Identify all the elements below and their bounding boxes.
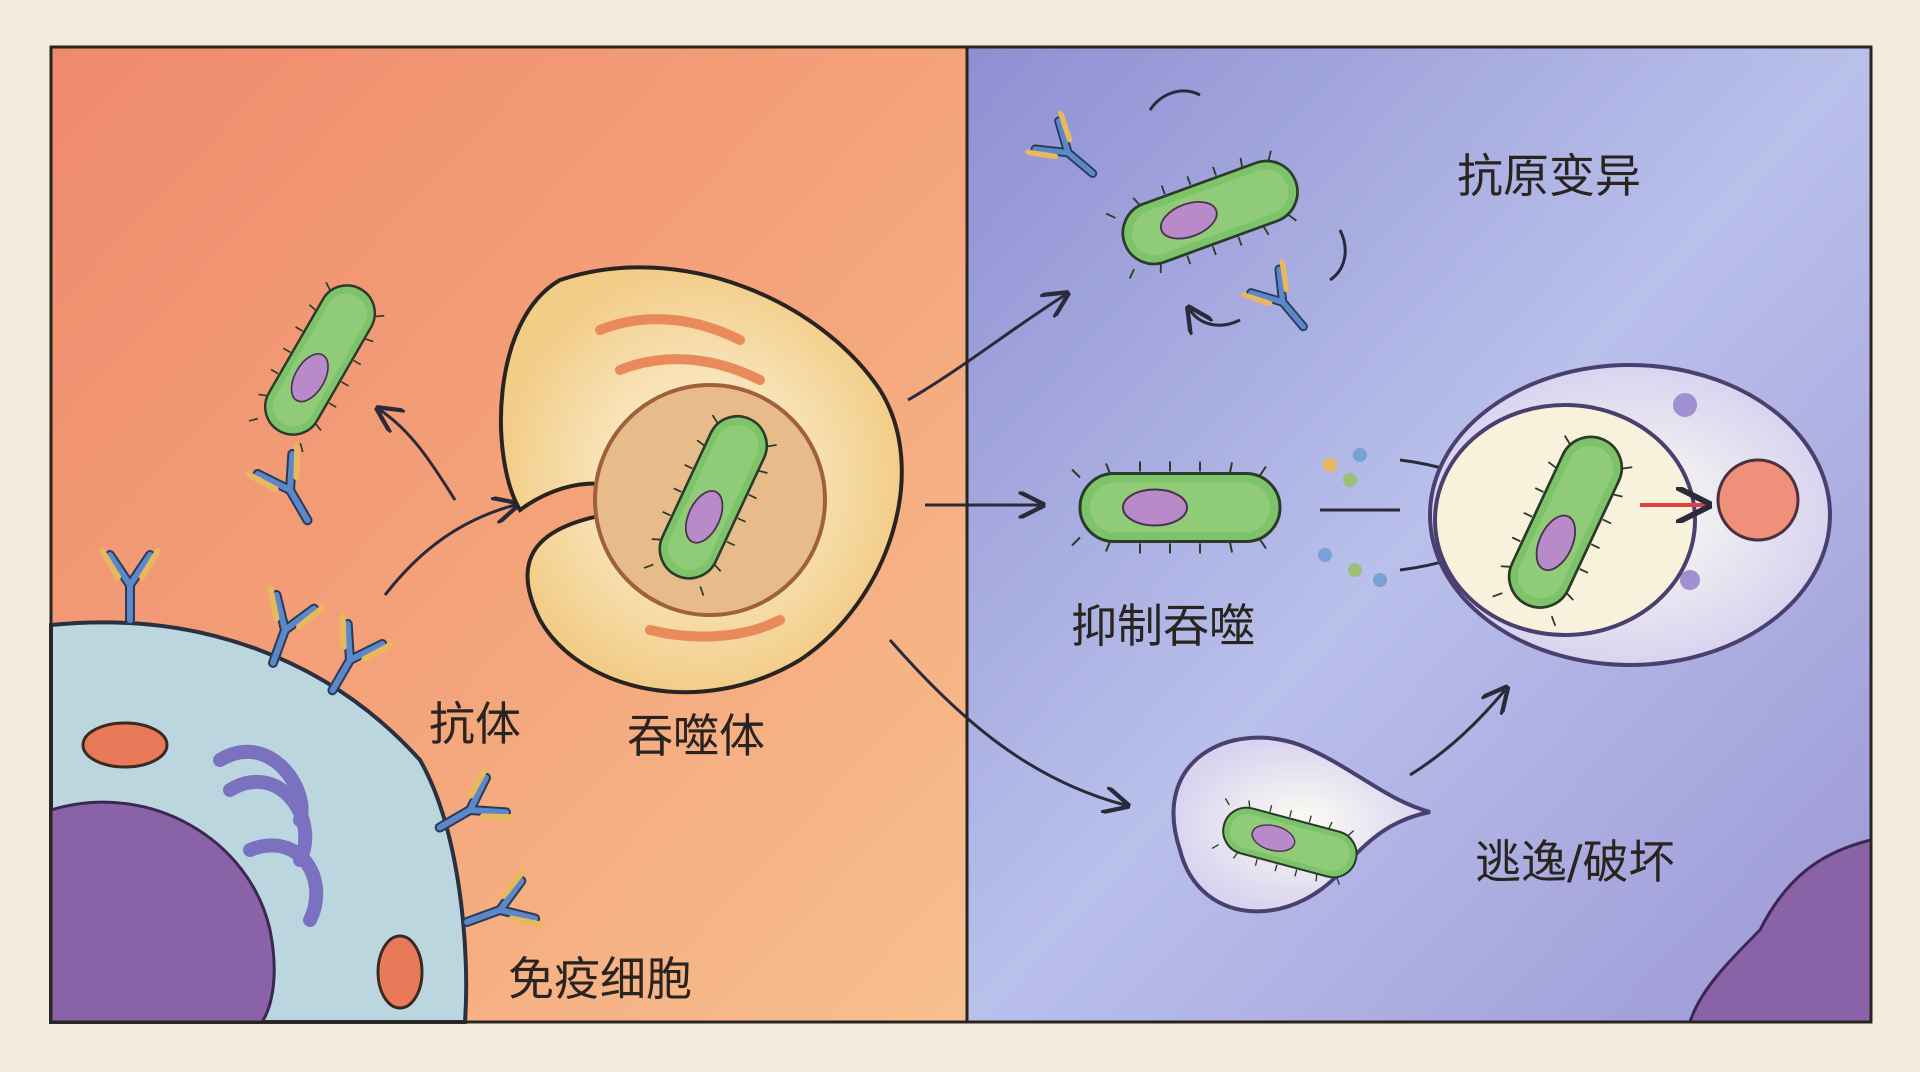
label-antibody: 抗体 [429, 697, 521, 751]
frame [49, 45, 1873, 1024]
label-phagosome: 吞噬体 [627, 709, 765, 763]
label-immune-cell: 免疫细胞 [508, 952, 692, 1006]
phagocyte [498, 265, 904, 695]
secreted-particles [1318, 448, 1387, 587]
escape-vesicle [1171, 735, 1431, 914]
immune-cell [49, 620, 469, 1024]
host-cell-vacuole [1428, 363, 1832, 667]
mitochondrion-icon [376, 934, 424, 1010]
label-inhibit-phagocytosis: 抑制吞噬 [1071, 599, 1255, 653]
mitochondrion-icon [81, 721, 169, 769]
inhibiting-bacterium [1070, 460, 1282, 555]
label-escape-destroy: 逃逸/破坏 [1475, 835, 1675, 889]
label-antigenic-variation: 抗原变异 [1457, 149, 1641, 203]
